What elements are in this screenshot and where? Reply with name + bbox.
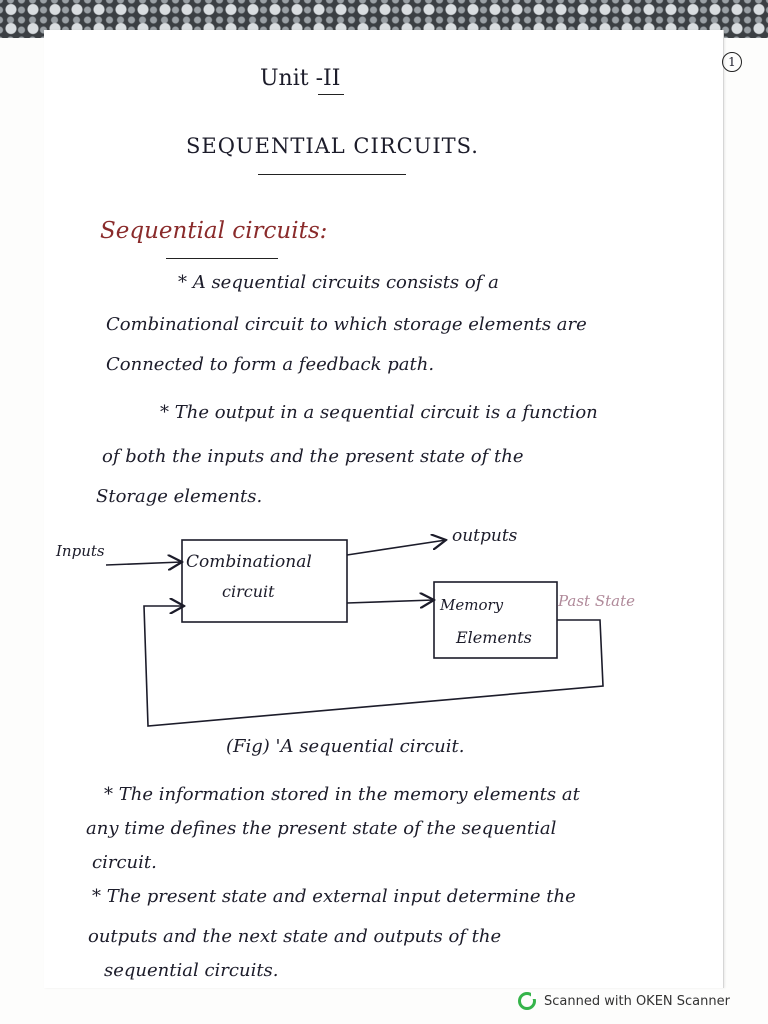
combinational-label-2: circuit (222, 582, 275, 601)
unit-title: Unit -II (260, 66, 341, 91)
scanner-logo-icon (518, 992, 537, 1010)
feedback-path (143, 606, 604, 727)
page-number: 1 (722, 52, 742, 72)
scanner-watermark: Scanned with OKEN Scanner (518, 990, 730, 1012)
para2-line1: * The output in a sequential circuit is … (160, 402, 598, 423)
scanner-text: Scanned with OKEN Scanner (544, 993, 730, 1009)
notebook-page: 1 (44, 30, 742, 988)
to-memory-arrow (346, 600, 434, 603)
chapter-title-underline (258, 174, 406, 175)
para1-line1: * A sequential circuits consists of a (178, 272, 499, 293)
section-heading: Sequential circuits: (100, 218, 328, 244)
para3-line3: circuit. (92, 852, 157, 873)
past-state-label: Past State (558, 592, 636, 610)
combinational-label-1: Combinational (186, 552, 312, 572)
para2-line2: of both the inputs and the present state… (102, 446, 524, 467)
chapter-title: SEQUENTIAL CIRCUITS. (186, 134, 479, 158)
figure-caption: (Fig) 'A sequential circuit. (226, 736, 465, 757)
para3-line2: any time defines the present state of th… (86, 818, 557, 839)
para4-line2: outputs and the next state and outputs o… (88, 926, 502, 947)
para4-line1: * The present state and external input d… (92, 886, 576, 907)
outputs-label: outputs (452, 526, 518, 546)
para4-line3: sequential circuits. (104, 960, 279, 981)
para2-line3: Storage elements. (96, 486, 263, 507)
para1-line2: Combinational circuit to which storage e… (106, 314, 587, 335)
unit-title-underline (318, 94, 344, 95)
inputs-arrow (105, 562, 182, 565)
para1-line3: Connected to form a feedback path. (106, 354, 435, 375)
memory-label-2: Elements (456, 628, 532, 647)
combinational-circuit-box (181, 539, 348, 623)
inputs-label: Inputs (56, 542, 105, 560)
memory-label-1: Memory (440, 596, 504, 614)
section-heading-underline (166, 258, 278, 259)
para3-line1: * The information stored in the memory e… (104, 784, 580, 805)
outputs-arrow (346, 540, 446, 556)
